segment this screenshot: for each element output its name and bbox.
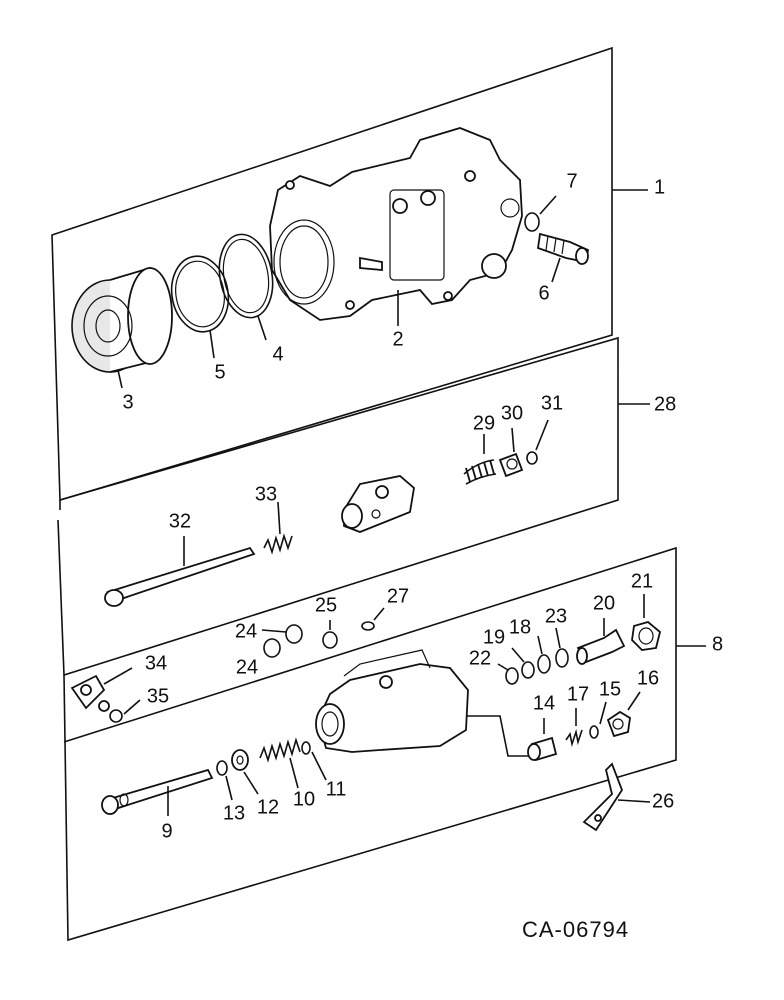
callout-21: 21 (631, 570, 653, 592)
callout-15: 15 (599, 678, 621, 700)
callout-9: 9 (161, 820, 172, 842)
callout-1: 1 (654, 176, 665, 198)
washers-12-13 (216, 749, 259, 801)
callout-4: 4 (272, 343, 283, 365)
callout-32: 32 (169, 510, 191, 532)
callout-3: 3 (122, 391, 133, 413)
callout-25: 25 (315, 594, 337, 616)
callout-23: 23 (545, 605, 567, 627)
figure-code: CA-06794 (522, 917, 629, 942)
cap-16 (606, 691, 641, 738)
panel-outline-1 (51, 46, 613, 502)
ring-11 (301, 741, 327, 781)
callout-29: 29 (473, 412, 495, 434)
valve-cover-body (341, 475, 415, 533)
callout-22: 22 (469, 647, 491, 669)
callout-16: 16 (637, 667, 659, 689)
callout-28: 28 (654, 393, 676, 415)
callout-24-upper: 24 (235, 620, 257, 642)
callout-8: 8 (712, 633, 723, 655)
panel-housing-group (51, 46, 648, 502)
washers-24-25-27 (261, 607, 385, 658)
callout-24-lower: 24 (236, 656, 258, 678)
lever-34-35 (70, 667, 141, 723)
callout-11: 11 (326, 778, 347, 800)
spool-9 (101, 768, 214, 816)
seal-ring-4 (218, 233, 274, 341)
plug-30 (498, 427, 524, 478)
spool-body (315, 649, 530, 757)
callout-26: 26 (652, 790, 674, 812)
callout-33: 33 (255, 483, 277, 505)
fitting-6 (537, 232, 590, 283)
callout-10: 10 (293, 788, 315, 810)
piston-part (71, 266, 173, 389)
callout-5: 5 (214, 361, 225, 383)
rings-18-19-22-23 (497, 627, 569, 685)
panel-outline-8 (63, 546, 677, 942)
callout-12: 12 (257, 796, 279, 818)
fitting-20 (576, 618, 626, 665)
callout-20: 20 (593, 592, 615, 614)
callout-27: 27 (387, 585, 409, 607)
panel-outline-28 (57, 336, 619, 677)
callout-13: 13 (223, 802, 245, 824)
callout-7: 7 (566, 170, 577, 192)
housing-part (269, 127, 523, 326)
spring-33 (263, 501, 293, 555)
callout-30: 30 (501, 402, 523, 424)
spring-10 (259, 737, 301, 789)
nut-21 (631, 594, 662, 651)
ring-15 (589, 701, 607, 739)
panel-valve-group (57, 336, 650, 677)
rod-part-32 (104, 536, 256, 607)
spring-29 (463, 434, 497, 485)
callout-34: 34 (145, 652, 167, 674)
callout-18: 18 (509, 616, 531, 638)
bracket-26 (582, 762, 651, 832)
callout-35: 35 (147, 685, 169, 707)
ring-31 (526, 419, 549, 465)
washer-7 (524, 195, 557, 232)
callout-17: 17 (567, 683, 589, 705)
callout-14: 14 (533, 692, 555, 714)
callout-2: 2 (392, 328, 403, 350)
callout-31: 31 (541, 392, 563, 414)
plug-14 (527, 718, 558, 762)
callout-6: 6 (538, 282, 549, 304)
panel-lower-valve-group (63, 546, 706, 942)
spring-17 (565, 708, 583, 748)
seal-ring-5 (170, 255, 230, 359)
callout-19: 19 (483, 626, 505, 648)
